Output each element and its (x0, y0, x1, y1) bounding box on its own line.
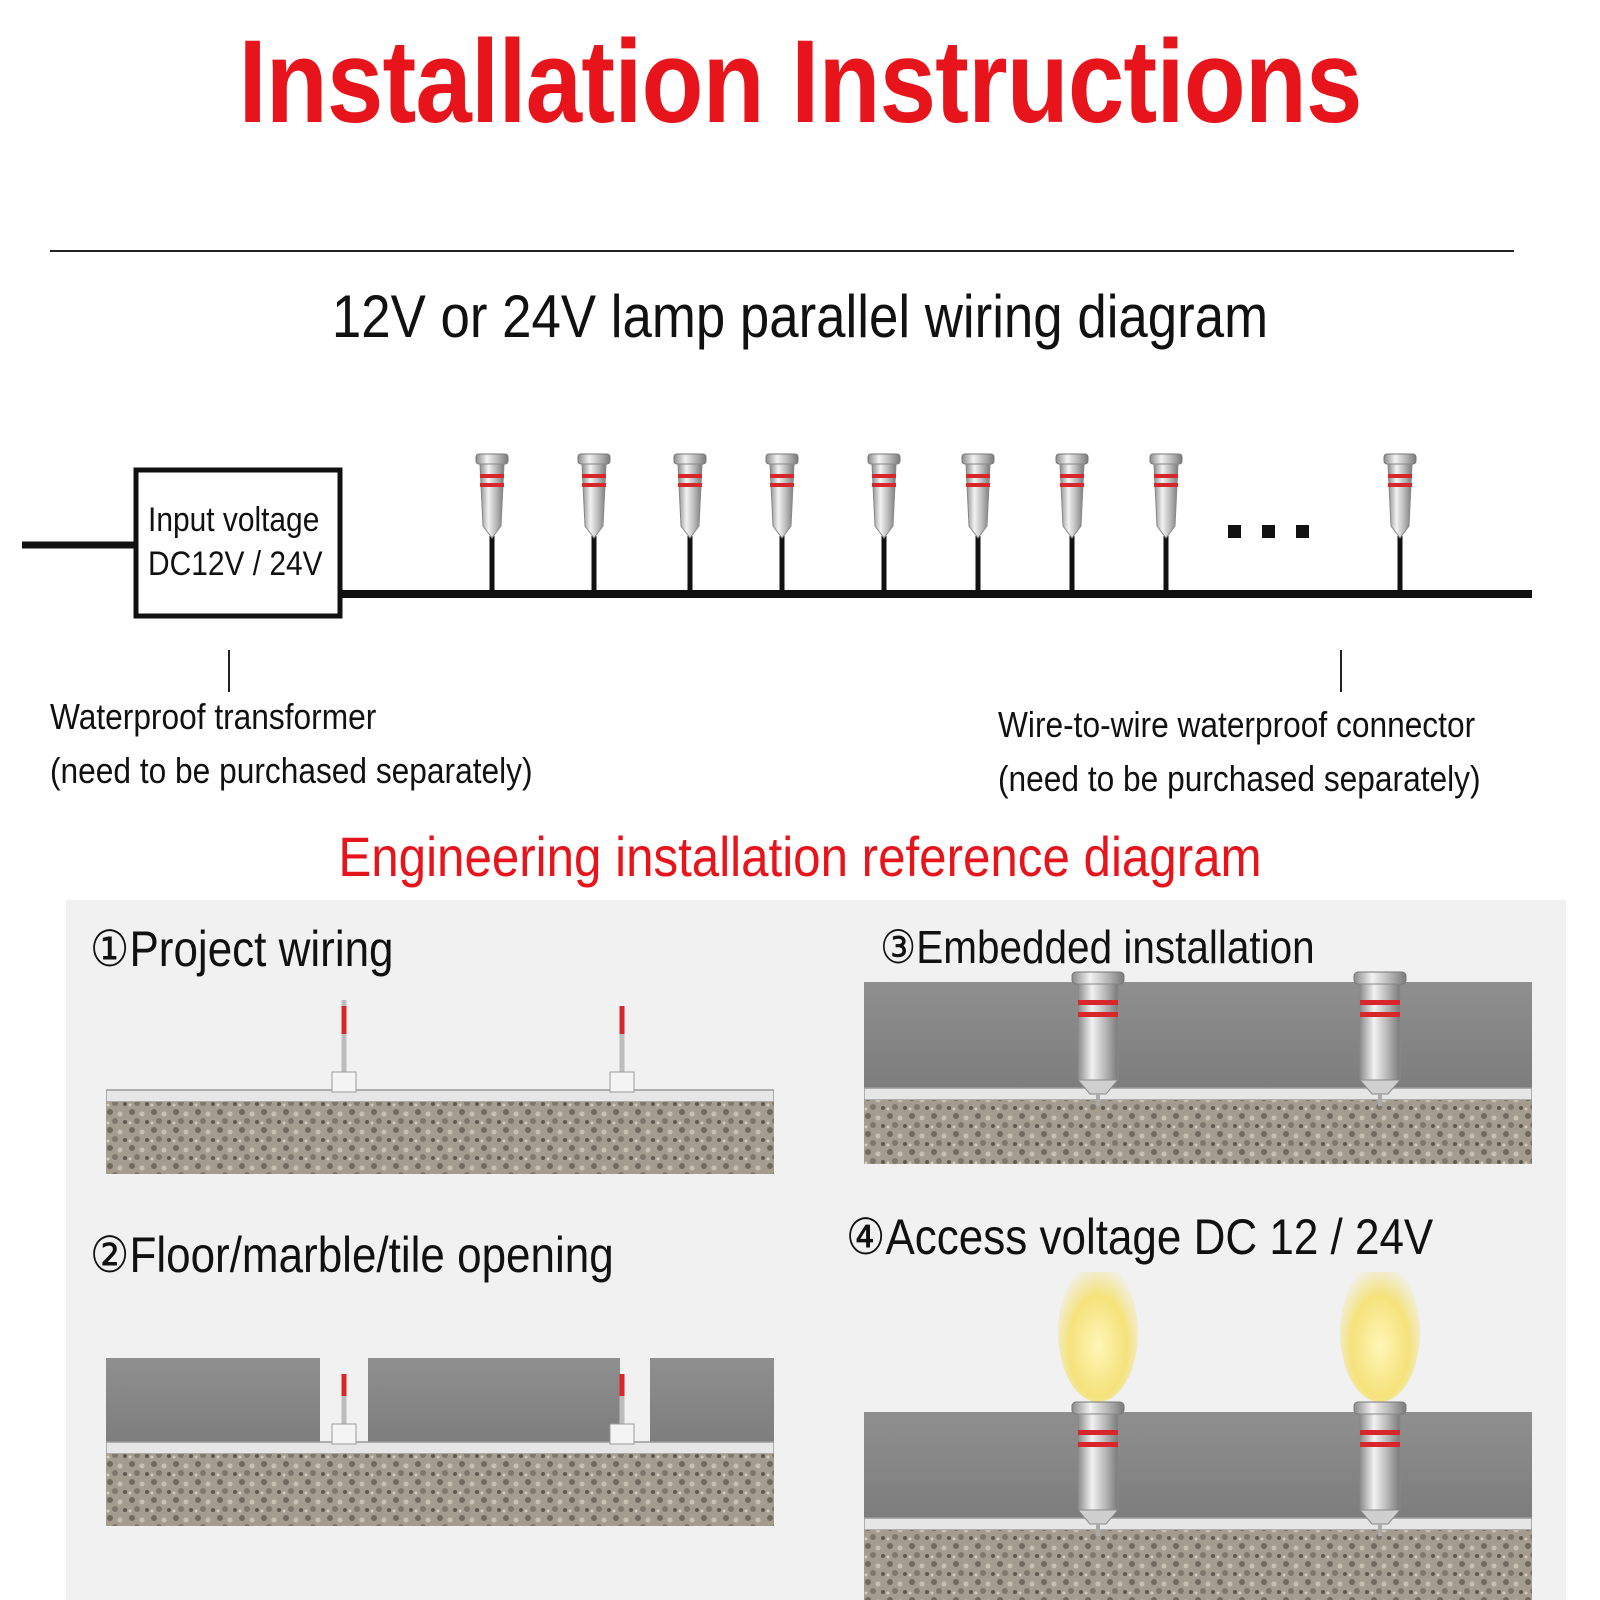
lamp-row (475, 453, 1417, 594)
transformer-label-line1: Waterproof transformer (50, 696, 377, 737)
lamp-icon-9 (1383, 453, 1417, 594)
step-2-label: ②Floor/marble/tile opening (90, 1227, 614, 1283)
wire-stub-1 (331, 1374, 357, 1445)
embedded-lamp-1 (1071, 971, 1125, 1106)
wiring-diagram-title: 12V or 24V lamp parallel wiring diagram (331, 283, 1269, 350)
connector-label-line2: (need to be purchased separately) (998, 758, 1481, 799)
transformer-label-line2: (need to be purchased separately) (50, 750, 533, 791)
transformer-label: Waterproof transformer (need to be purch… (50, 690, 533, 798)
connector-label-line1: Wire-to-wire waterproof connector (998, 704, 1476, 745)
lit-lamp-2 (1353, 1401, 1407, 1536)
connector-pointer (1340, 650, 1342, 692)
input-voltage-line1: Input voltage (148, 501, 320, 539)
step-4-illustration (864, 1272, 1532, 1600)
wire-stub-2 (609, 1374, 635, 1445)
connector-label: Wire-to-wire waterproof connector (need … (998, 698, 1481, 806)
input-voltage-line2: DC12V / 24V (148, 545, 323, 583)
light-beam-1 (1058, 1272, 1138, 1402)
lamp-icon-2 (577, 453, 611, 594)
step-4-label: ④Access voltage DC 12 / 24V (846, 1209, 1434, 1265)
divider (50, 250, 1514, 252)
transformer-box (133, 467, 343, 619)
lamp-icon-5 (867, 453, 901, 594)
page-title: Installation Instructions (238, 16, 1362, 148)
wire-stub-2 (609, 1006, 635, 1093)
wire-stub-1 (331, 1000, 357, 1093)
transformer-pointer (228, 650, 230, 692)
lamp-icon-7 (1055, 453, 1089, 594)
lamp-icon-4 (765, 453, 799, 594)
step-2-illustration (106, 1358, 774, 1526)
ellipsis-dots (1228, 525, 1309, 538)
light-beam-2 (1340, 1272, 1420, 1402)
wiring-diagram (22, 453, 1532, 619)
lit-lamp-1 (1071, 1401, 1125, 1536)
engineering-title: Engineering installation reference diagr… (338, 825, 1262, 888)
embedded-lamp-2 (1353, 971, 1407, 1106)
lamp-icon-1 (475, 453, 509, 594)
step-1-illustration (106, 1000, 774, 1174)
lamp-icon-6 (961, 453, 995, 594)
lamp-icon-3 (673, 453, 707, 594)
step-1-label: ①Project wiring (90, 921, 394, 977)
step-3-illustration (864, 971, 1532, 1164)
input-voltage-label: Input voltage DC12V / 24V (148, 498, 323, 586)
step-3-label: ③Embedded installation (880, 921, 1315, 973)
lamp-icon-8 (1149, 453, 1183, 594)
